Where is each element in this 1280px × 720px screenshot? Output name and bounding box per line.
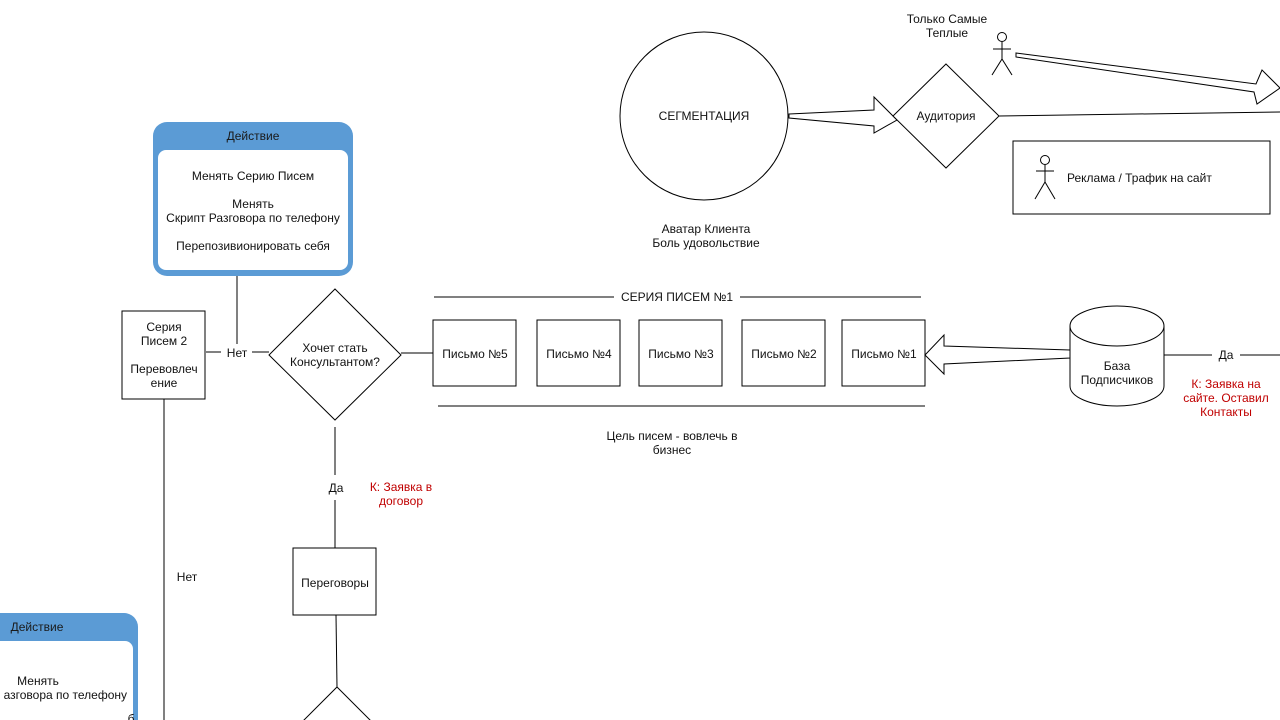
series2-line4: ение [151,376,178,390]
series2-line2: Писем 2 [141,334,188,348]
action-panel-top-line2a: Менять [232,197,274,211]
segmentation-circle[interactable] [619,31,789,201]
action-panel-top-line3: Перепозивионировать себя [176,239,330,253]
action-panel-top-header: Действие [227,129,280,143]
letter-label-2: Письмо №2 [751,347,817,361]
subscribers-database[interactable]: База Подписчиков [1069,305,1165,407]
segmentation-label: СЕГМЕНТАЦИЯ [659,109,750,123]
decision-no-label: Нет [227,346,248,360]
negotiations-box[interactable] [292,547,377,616]
segmentation-caption-line1: Аватар Клиента [662,222,751,236]
connector-negotiations-down [335,614,338,688]
action-panel-bottom-line1: Менять [17,674,59,688]
action-panel-bottom-line3: б [128,712,135,720]
arrow-subscribers-to-letter1 [924,333,1071,376]
action-panel-bottom-header: Действие [11,620,64,634]
series-title: СЕРИЯ ПИСЕМ №1 [621,290,733,304]
segmentation-caption-line2: Боль удовольствие [652,236,760,250]
series2-line1: Серия [146,320,181,334]
letter-box-5[interactable] [432,319,517,387]
audience-diamond[interactable] [892,63,1000,169]
letter-box-3[interactable] [638,319,723,387]
connector-audience-right [998,111,1280,117]
warm-audience-actor-icon [991,32,1013,76]
action-panel-top-body [158,150,348,270]
arrow-warm-audience-right [1015,52,1280,105]
action-panel-top-line1: Менять Серию Писем [192,169,314,183]
ads-box[interactable] [1012,140,1271,215]
warm-audience-line1: Только Самые [907,12,988,26]
series-goal-line2: бизнес [653,443,691,457]
decision-diamond[interactable] [268,288,402,421]
action-panel-top[interactable]: Действие Менять Серию Писем Менять Скрип… [153,122,353,276]
subscribers-cond-line2: сайте. Оставил [1183,391,1269,405]
decision-cond-line2: договор [379,494,423,508]
letter-box-2[interactable] [741,319,826,387]
letter-label-1: Письмо №1 [851,347,917,361]
subscribers-line2: Подписчиков [1081,373,1154,387]
action-panel-bottom-body [0,641,133,720]
decision-line1: Хочет стать [302,341,367,355]
series2-no-label: Нет [177,570,198,584]
decision-yes-label: Да [329,481,344,495]
arrow-segmentation-to-audience [788,95,898,134]
action-panel-top-line2b: Скрипт Разговора по телефону [166,211,340,225]
subscribers-line1: База [1104,359,1131,373]
decision-cond-line1: К: Заявка в [370,480,432,494]
negotiations-label: Переговоры [301,576,369,590]
action-panel-bottom[interactable]: Действие Менять азговора по телефону б [0,613,138,720]
ads-label: Реклама / Трафик на сайт [1067,171,1212,185]
warm-audience-line2: Теплые [926,26,968,40]
audience-label: Аудитория [916,109,975,123]
letter-label-4: Письмо №4 [546,347,612,361]
series2-line3: Перевовлеч [130,362,197,376]
ads-actor-icon [1034,155,1056,200]
letter-box-1[interactable] [841,319,926,387]
series-goal-line1: Цель писем - вовлечь в [606,429,737,443]
subscribers-cond-line1: К: Заявка на [1191,377,1261,391]
subscribers-cond-line3: Контакты [1200,405,1252,419]
database-body [1069,326,1165,407]
subscribers-yes-label: Да [1219,348,1234,362]
next-decision-diamond-partial[interactable] [302,686,372,720]
letter-box-4[interactable] [536,319,621,387]
letter-label-3: Письмо №3 [648,347,714,361]
decision-line2: Консультантом? [290,355,380,369]
letter-label-5: Письмо №5 [442,347,508,361]
action-panel-bottom-line2: азговора по телефону [4,688,127,702]
database-top [1069,305,1165,347]
